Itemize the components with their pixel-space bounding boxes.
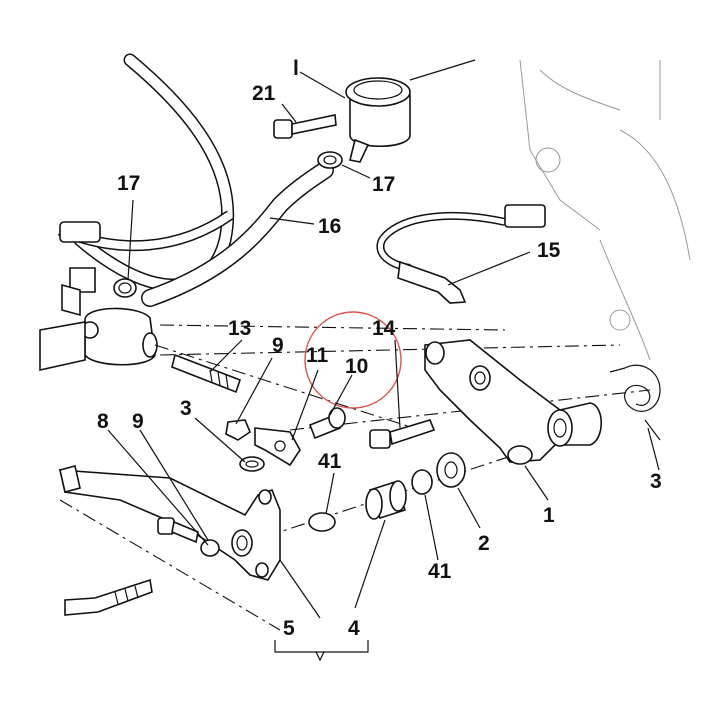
washer-2: [436, 452, 466, 488]
callout-l: l: [293, 57, 299, 80]
callout-41-upper: 41: [318, 450, 342, 473]
nut-9-upper: [225, 419, 251, 441]
fluid-reservoir: [345, 59, 476, 163]
pin-10: [308, 407, 346, 440]
callout-11: 11: [306, 344, 329, 367]
bolt-14: [369, 419, 436, 449]
brake-pedal-5: [58, 465, 281, 581]
callout-1: 1: [543, 504, 555, 527]
nut-9-lower: [200, 539, 220, 557]
clevis-11: [254, 427, 301, 467]
callout-9-lower: 9: [132, 410, 144, 433]
callout-13: 13: [228, 317, 251, 340]
hoses: [57, 53, 334, 307]
callout-17-left: 17: [117, 172, 140, 195]
callout-21: 21: [252, 82, 276, 105]
bracket-1: [424, 339, 602, 465]
clamp-17-lower: [113, 278, 137, 298]
callout-9-upper: 9: [272, 334, 284, 357]
leader-lines: [107, 71, 660, 662]
spring-3-right: [609, 364, 661, 441]
callout-17-right: 17: [372, 173, 395, 196]
washer-3-left: [239, 456, 265, 472]
stud-lower: [64, 578, 153, 616]
callout-5: 5: [283, 617, 295, 640]
highlight-circle: [304, 311, 402, 409]
callout-labels: l 21 17 17 16 15 13 14 9 11 10 3 3 8 9 4…: [97, 57, 662, 640]
hose-fitting-left: [59, 221, 101, 317]
engine-casing-outline: [519, 59, 691, 361]
callout-4: 4: [348, 617, 360, 640]
callout-3-left: 3: [180, 397, 192, 420]
pushrod-13: [171, 353, 242, 394]
callout-10: 10: [345, 355, 368, 378]
bush-4: [365, 480, 407, 520]
master-cylinder-body: [39, 307, 158, 371]
callout-15: 15: [537, 239, 561, 262]
callout-3-right: 3: [650, 470, 662, 493]
callout-2: 2: [478, 532, 490, 555]
callout-8: 8: [97, 410, 109, 433]
callout-16: 16: [318, 215, 341, 238]
sensor-15: [376, 204, 546, 304]
bolt-8: [157, 517, 199, 544]
o-ring-41-left: [308, 512, 336, 532]
callout-14: 14: [372, 317, 396, 340]
o-ring-41-right: [411, 469, 433, 495]
bolt-21: [273, 114, 337, 139]
clamp-17-upper: [317, 151, 343, 169]
callout-41-lower: 41: [428, 560, 452, 583]
